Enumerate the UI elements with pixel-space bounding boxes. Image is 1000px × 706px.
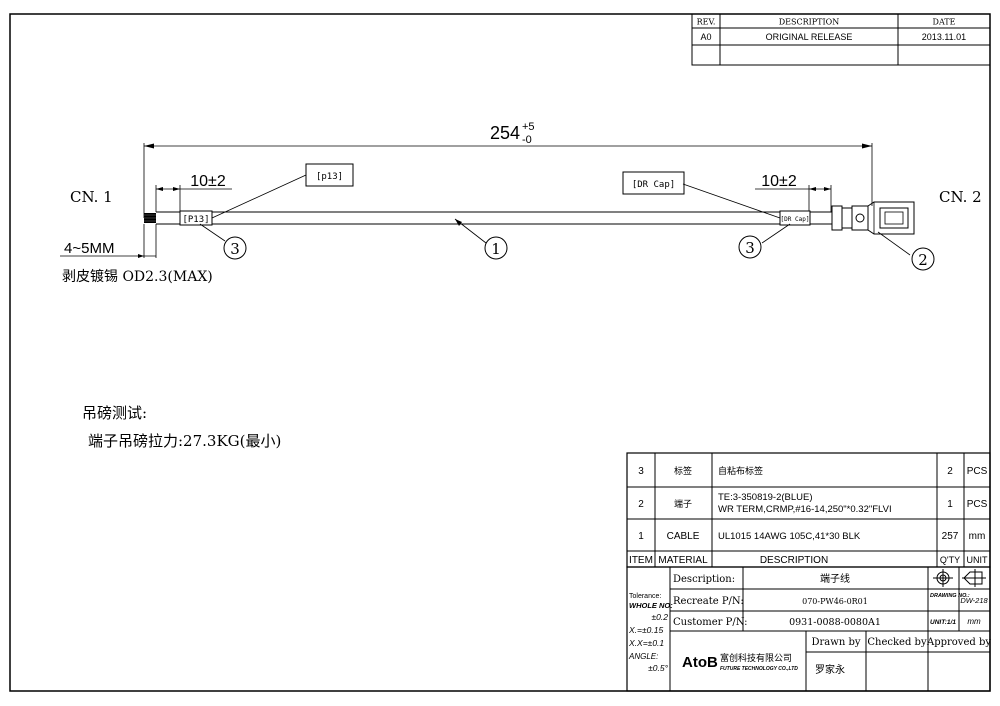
recreate-pn-label: Recreate P/N:	[673, 596, 744, 607]
rev-description-header: DESCRIPTION	[779, 18, 839, 27]
bom-row-1: 1 CABLE UL1015 14AWG 105C,41*30 BLK 257 …	[638, 531, 985, 542]
recreate-pn-value: 070-PW46-0R01	[802, 597, 868, 606]
tolerance-x: X.=±0.15	[628, 625, 663, 635]
cn2-label: CN. 2	[939, 188, 982, 206]
bom-header-material: MATERIAL	[658, 555, 708, 566]
unit-label: UNIT:1/1	[930, 619, 956, 626]
drawn-by-value: 罗家永	[815, 663, 845, 676]
drawn-by-label: Drawn by	[812, 637, 861, 648]
overall-tol-plus: +5	[522, 121, 535, 133]
left-dim: 10±2	[190, 173, 226, 190]
rev-date-header: DATE	[933, 18, 956, 27]
tolerance-whole-label: WHOLE NO:	[629, 601, 673, 610]
balloon-1: 1	[491, 240, 501, 258]
unit-value: mm	[967, 617, 981, 626]
description-label: Description:	[673, 574, 735, 585]
approved-by-label: Approved by	[926, 637, 991, 648]
overall-length-dim: 254	[490, 123, 520, 143]
rev-description-value: ORIGINAL RELEASE	[766, 32, 853, 42]
strip-dim: 4~5MM	[64, 240, 114, 257]
balloon-3-left: 3	[230, 240, 240, 258]
right-sleeve-text: [DR Cap]	[781, 216, 810, 223]
company-name-en: FUTURE TECHNOLOGY CO.,LTD	[720, 666, 798, 672]
bom-material: CABLE	[667, 531, 700, 542]
harness-drawing	[60, 143, 935, 271]
rev-value: A0	[700, 32, 711, 42]
sheet-border	[9, 13, 991, 692]
overall-tol-minus: -0	[522, 134, 532, 146]
bom-header-qty: Q'TY	[940, 555, 960, 565]
bom-description-line2: WR TERM,CRMP,#16-14,250"*0.32"FLVI	[718, 504, 892, 515]
strip-note: 剥皮镀锡 OD2.3(MAX)	[62, 268, 213, 285]
bom-description: 自粘布标签	[718, 465, 763, 477]
title-block-grid	[626, 566, 991, 692]
checked-by-label: Checked by	[867, 637, 927, 648]
customer-pn-value: 0931-0088-0080A1	[789, 617, 881, 628]
bom-material: 端子	[674, 498, 692, 510]
left-sleeve-text: [P13]	[182, 215, 209, 225]
rev-date-value: 2013.11.01	[922, 32, 966, 42]
bom-header-description: DESCRIPTION	[760, 555, 828, 566]
description-value: 端子线	[820, 572, 850, 585]
customer-pn-label: Customer P/N:	[673, 617, 747, 628]
tolerance-whole-value: ±0.2	[652, 612, 669, 622]
bom-header-unit: UNIT	[967, 555, 988, 565]
revision-block: REV. DESCRIPTION DATE A0 ORIGINAL RELEAS…	[691, 13, 991, 66]
bom-qty: 2	[947, 466, 953, 477]
balloon-2: 2	[918, 251, 928, 269]
bom-unit: PCS	[967, 466, 988, 477]
note-line-1: 吊磅测试:	[82, 404, 147, 422]
right-dim: 10±2	[761, 173, 797, 190]
bom-description: UL1015 14AWG 105C,41*30 BLK	[718, 531, 861, 542]
company-logo: AtoB	[682, 654, 718, 671]
right-callout-text: [DR Cap]	[632, 180, 675, 190]
bom-material: 标签	[674, 465, 692, 477]
bom-header-row: ITEM MATERIAL DESCRIPTION Q'TY UNIT	[629, 555, 988, 566]
rev-header: REV.	[697, 18, 716, 27]
bom-unit: PCS	[967, 499, 988, 510]
cn1-label: CN. 1	[70, 188, 113, 206]
tolerance-angle-label: ANGLE:	[628, 652, 658, 661]
drawing-no-value: DW-218	[960, 596, 988, 605]
bom-unit: mm	[969, 531, 986, 542]
bom-qty: 1	[947, 499, 953, 510]
bom-item: 3	[638, 466, 644, 477]
bom-header-item: ITEM	[629, 555, 653, 566]
company-name-cn: 富创科技有限公司	[720, 652, 792, 664]
bom-item: 1	[638, 531, 644, 542]
projection-symbol-icon	[933, 569, 986, 587]
bom-row-3: 3 标签 自粘布标签 2 PCS	[638, 465, 987, 477]
bom-row-2: 2 端子 TE:3-350819-2(BLUE) WR TERM,CRMP,#1…	[638, 492, 987, 515]
note-line-2: 端子吊磅拉力:27.3KG(最小)	[88, 432, 281, 450]
bom-description: TE:3-350819-2(BLUE)	[718, 492, 813, 503]
left-callout-text: [p13]	[316, 172, 343, 182]
tolerance-angle-value: ±0.5°	[648, 663, 668, 673]
drawing-no-label: DRAWING NO.:	[930, 593, 970, 599]
balloon-3-right: 3	[745, 239, 755, 257]
bom-item: 2	[638, 499, 644, 510]
tolerance-block: Tolerance: WHOLE NO: ±0.2 X.=±0.15 X.X=±…	[628, 593, 673, 673]
tolerance-xx: X.X=±0.1	[628, 638, 664, 648]
tolerance-label: Tolerance:	[629, 593, 661, 600]
bom-qty: 257	[942, 531, 959, 542]
